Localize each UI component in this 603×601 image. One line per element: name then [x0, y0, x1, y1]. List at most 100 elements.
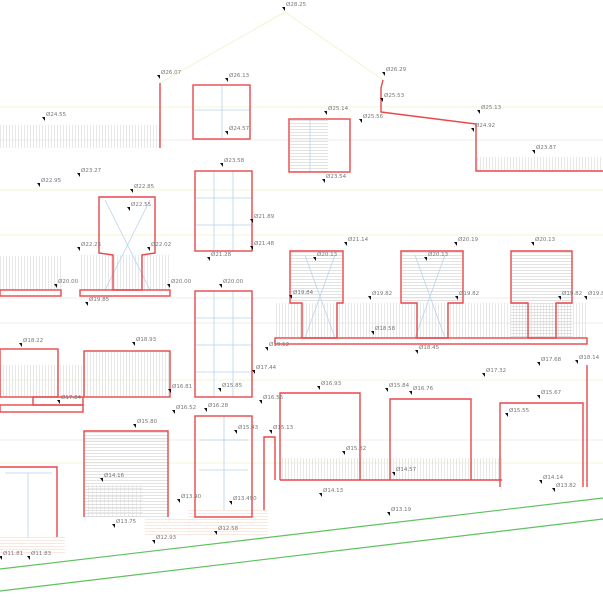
elevation-label: Ø15.80	[137, 418, 158, 425]
elevation-marker-icon	[152, 540, 155, 544]
elevation-label: Ø20.00	[58, 278, 79, 285]
elevation-marker-icon	[424, 257, 427, 261]
elevation-label: Ø22.95	[41, 177, 62, 184]
elevation-label: Ø14.13	[323, 487, 344, 494]
elevation-label: Ø20.13	[535, 236, 556, 243]
elevation-label: Ø19.82	[588, 290, 603, 297]
elevation-marker-icon	[229, 501, 232, 505]
elevation-marker-icon	[269, 430, 272, 434]
elevation-label: Ø21.89	[254, 213, 275, 220]
elevation-marker-icon	[77, 173, 80, 177]
elevation-label: Ø13.90	[181, 493, 202, 500]
elevation-label: Ø19.84	[293, 289, 314, 296]
elevation-marker-icon	[539, 480, 542, 484]
elevation-label: Ø21.28	[211, 251, 232, 258]
elevation-label: Ø11.81	[3, 550, 23, 557]
elevation-marker-icon	[409, 391, 412, 395]
elevation-label: Ø13.82	[556, 482, 576, 489]
elevation-marker-icon	[282, 7, 285, 11]
elevation-marker-icon	[167, 284, 170, 288]
elevation-label: Ø22.55	[131, 201, 152, 208]
elevation-label: Ø25.53	[384, 92, 405, 99]
elevation-label: Ø24.55	[46, 111, 67, 118]
elevation-marker-icon	[531, 242, 534, 246]
elevation-label: Ø22.85	[134, 183, 155, 190]
elevation-label: Ø15.13	[273, 424, 294, 431]
elevation-label: Ø15.43	[238, 424, 259, 431]
elevation-marker-icon	[168, 389, 171, 393]
elevation-marker-icon	[344, 242, 347, 246]
elevation-label: Ø26.07	[161, 69, 182, 76]
elevation-label: Ø20.00	[171, 278, 192, 285]
elevation-marker-icon	[133, 424, 136, 428]
elevation-label: Ø25.14	[328, 105, 349, 112]
elevation-label: Ø23.27	[81, 167, 102, 174]
elevation-label: Ø21.48	[254, 240, 275, 247]
elevation-marker-icon	[225, 78, 228, 82]
elevation-marker-icon	[342, 451, 345, 455]
ground-line-upper	[0, 497, 603, 570]
elevation-marker-icon	[219, 284, 222, 288]
elevation-label: Ø18.93	[136, 336, 157, 343]
elevation-label: Ø20.00	[223, 278, 244, 285]
elevation-marker-icon	[532, 150, 535, 154]
elevation-label: Ø19.82	[562, 290, 582, 297]
elevation-label: Ø17.68	[541, 356, 562, 363]
elevation-marker-icon	[537, 362, 540, 366]
elevation-label: Ø19.82	[459, 290, 479, 297]
elevation-label: Ø16.52	[176, 404, 196, 411]
elevation-marker-icon	[112, 524, 115, 528]
elevation-marker-icon	[77, 247, 80, 251]
elevation-label: Ø22.25	[81, 241, 102, 248]
elevation-label: Ø11.83	[31, 550, 52, 557]
elevation-marker-icon	[477, 110, 480, 114]
elevation-marker-icon	[392, 472, 395, 476]
elevation-label: Ø13.19	[391, 506, 412, 513]
elevation-label: Ø20.13	[428, 251, 449, 258]
elevation-label: Ø16.93	[321, 380, 342, 387]
elevation-label: Ø24.57	[229, 125, 250, 132]
elevation-marker-icon	[259, 400, 262, 404]
elevation-marker-icon	[220, 163, 223, 167]
elevation-marker-icon	[322, 179, 325, 183]
elevation-marker-icon	[558, 296, 561, 300]
elevation-label: Ø18.14	[579, 354, 600, 361]
ground-line-lower	[0, 518, 603, 592]
elevation-marker-icon	[471, 128, 474, 132]
elevation-label: Ø17.84	[61, 394, 82, 401]
elevation-label: Ø19.85	[89, 296, 110, 303]
elevation-label: Ø28.25	[286, 1, 307, 8]
elevation-marker-icon	[317, 386, 320, 390]
elevation-label: Ø16.28	[208, 402, 229, 409]
elevation-label: Ø25.56	[363, 113, 384, 120]
elevation-label: Ø12.93	[156, 534, 177, 541]
elevation-marker-icon	[85, 302, 88, 306]
window-top-left	[192, 84, 251, 140]
elevation-label: Ø15.85	[222, 382, 243, 389]
elevation-label: Ø16.56	[263, 394, 284, 401]
elevation-marker-icon	[382, 72, 385, 76]
elevation-marker-icon	[177, 499, 180, 503]
elevation-marker-icon	[207, 257, 210, 261]
elevation-marker-icon	[415, 350, 418, 354]
elevation-marker-icon	[0, 556, 2, 560]
elevation-marker-icon	[54, 284, 57, 288]
elevation-marker-icon	[250, 246, 253, 250]
elevation-marker-icon	[368, 296, 371, 300]
elevation-label: Ø15.67	[541, 389, 562, 396]
elevation-label: Ø14.14	[543, 474, 564, 481]
elevation-marker-icon	[100, 478, 103, 482]
elevation-marker-icon	[37, 183, 40, 187]
elevation-marker-icon	[234, 430, 237, 434]
elevation-marker-icon	[42, 117, 45, 121]
elevation-label: Ø15.55	[509, 407, 530, 414]
elevation-label: Ø26.29	[386, 66, 407, 73]
elevation-label: Ø23.58	[224, 157, 245, 164]
elevation-label: Ø23.87	[536, 144, 557, 151]
elevation-label: Ø15.84	[389, 382, 410, 389]
elevation-label: Ø19.12	[269, 341, 289, 348]
elevation-label: Ø20.13	[317, 251, 338, 258]
elevation-marker-icon	[455, 296, 458, 300]
